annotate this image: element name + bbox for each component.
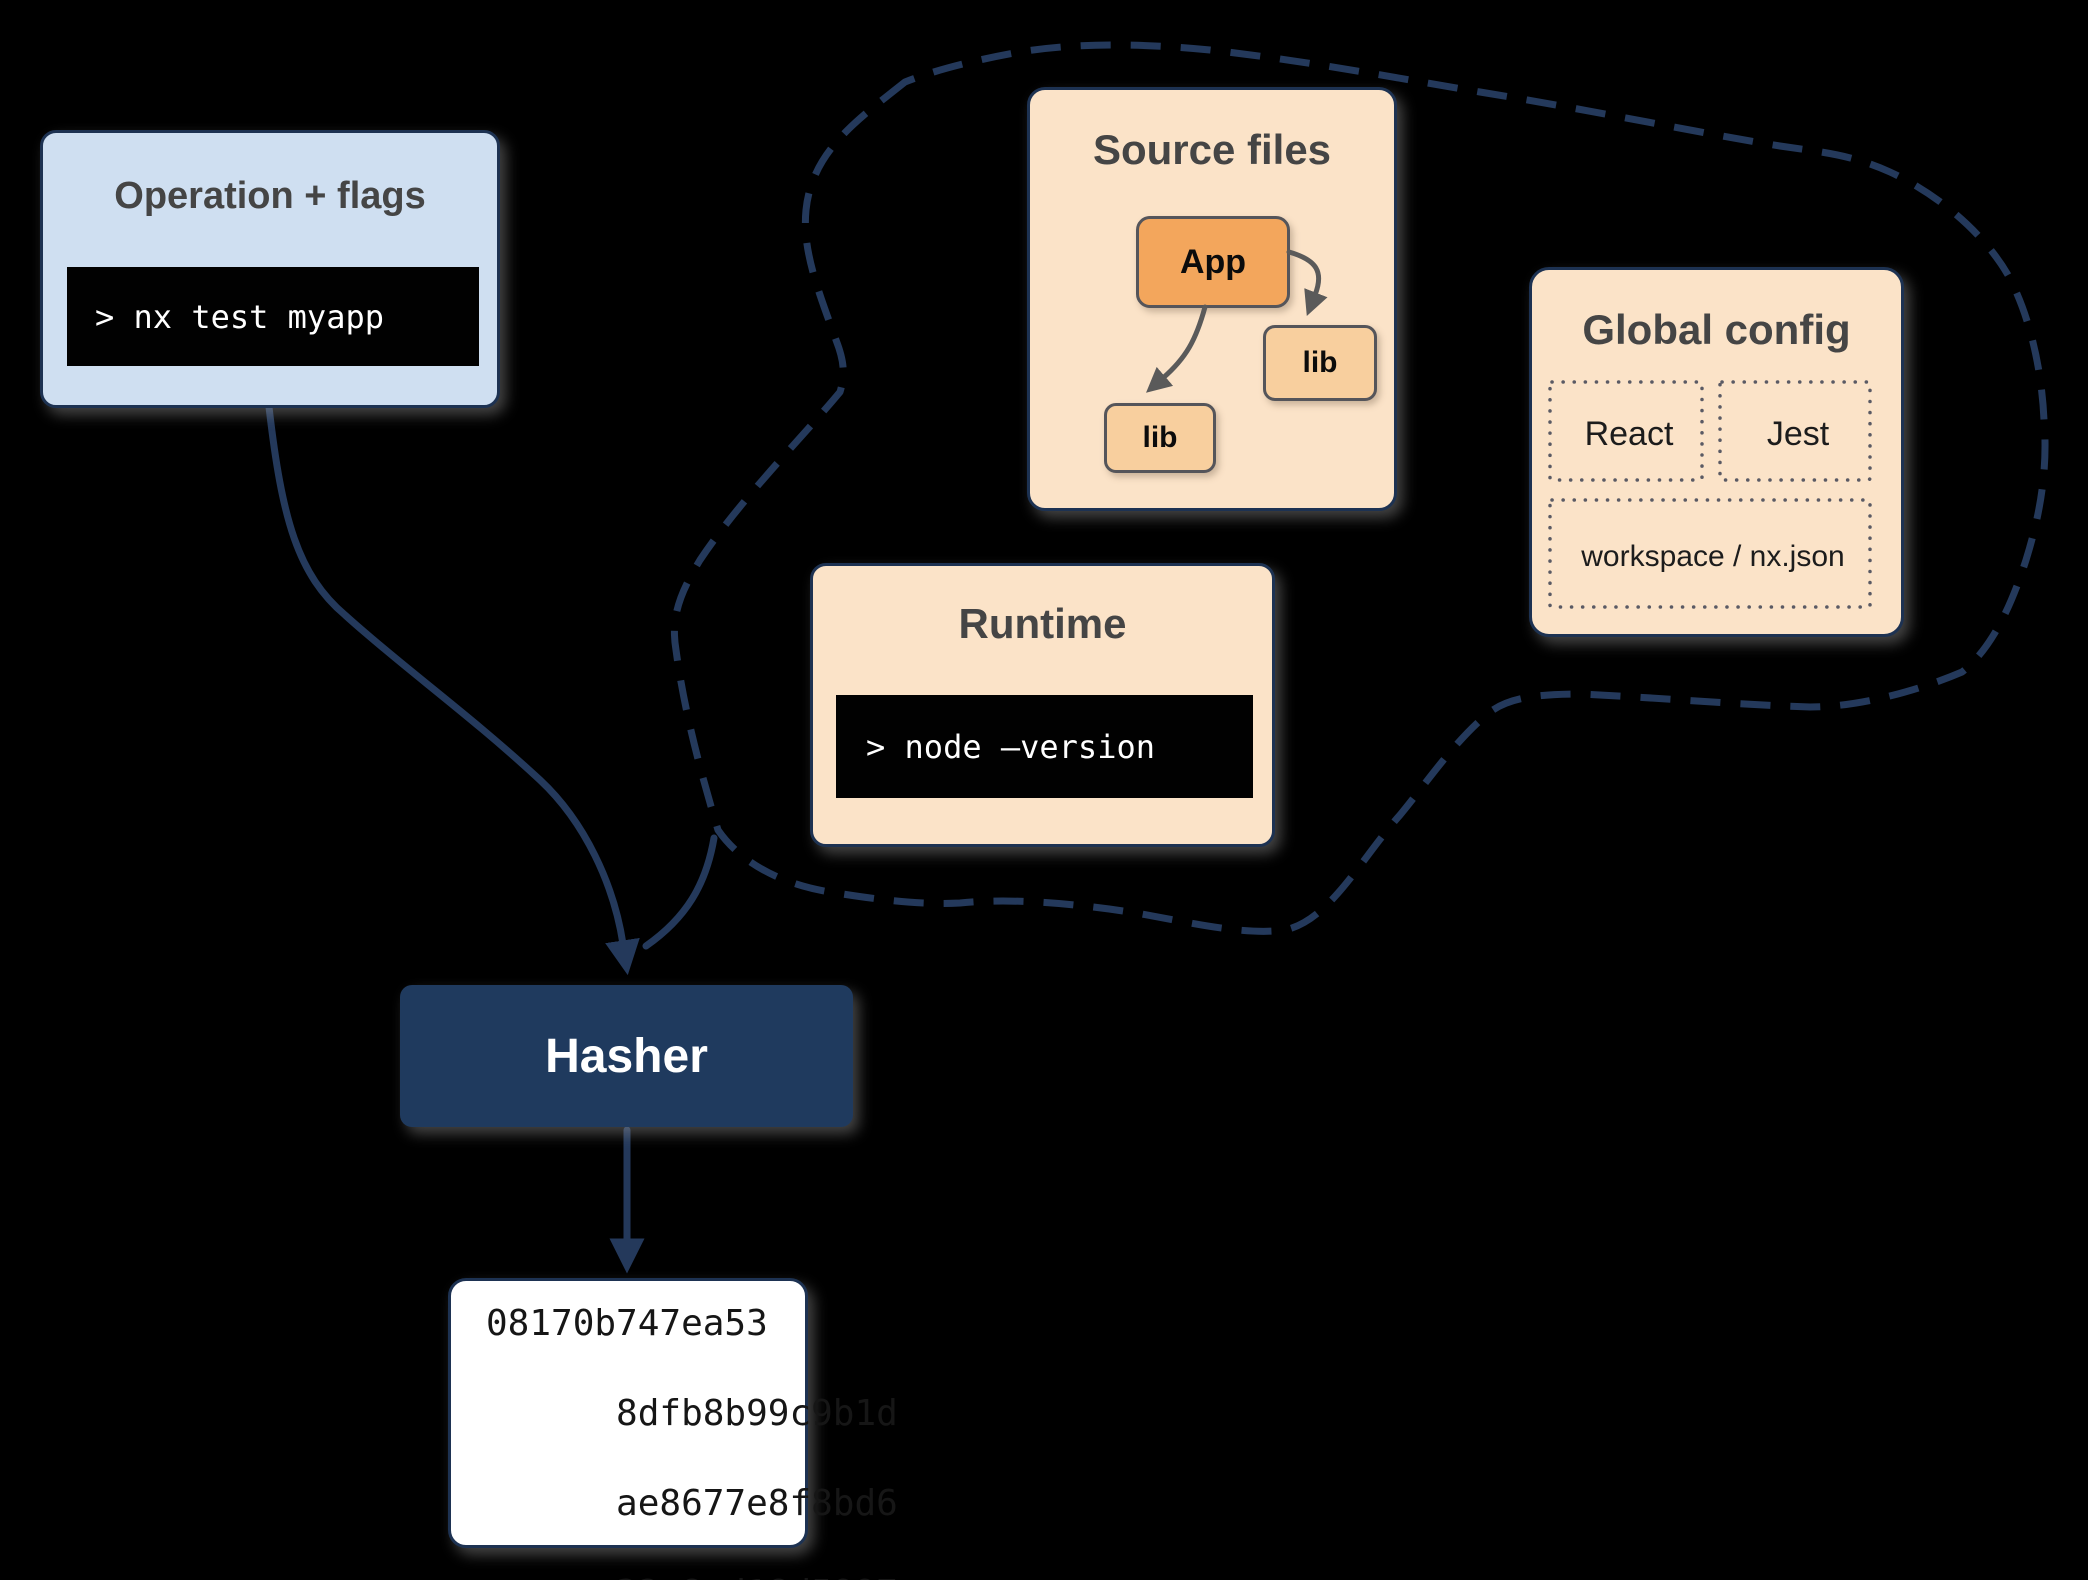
operation-command: > nx test myapp (95, 297, 384, 336)
config-react-slot: React (1584, 414, 1674, 453)
hash-line: 8dfb8b99c9b1d (616, 1393, 898, 1434)
runtime-terminal: > node –version (836, 695, 1253, 798)
config-jest-slot: Jest (1766, 414, 1830, 453)
runtime-command: > node –version (866, 727, 1155, 766)
source-files-box: Source files App lib lib (1027, 87, 1397, 511)
app-node: App (1136, 216, 1290, 308)
runtime-title: Runtime (958, 600, 1127, 647)
hash-value: 08170b747ea53 8dfb8b99c9b1d ae8677e8f8bd… (486, 1301, 898, 1580)
runtime-box: Runtime > node –version (810, 563, 1275, 847)
operation-flags-box: Operation + flags > nx test myapp (40, 130, 500, 408)
hash-line: 32a8cd18d5997 (616, 1573, 898, 1580)
hash-line: 08170b747ea53 (486, 1303, 768, 1344)
config-workspace-slot: workspace / nx.json (1581, 539, 1845, 573)
global-config-title: Global config (1582, 306, 1851, 353)
hasher-label: Hasher (545, 1029, 708, 1083)
lib-node-left: lib (1104, 403, 1216, 473)
hash-output-box: 08170b747ea53 8dfb8b99c9b1d ae8677e8f8bd… (448, 1278, 898, 1580)
arrow-cloud-to-hasher (642, 834, 718, 950)
operation-terminal: > nx test myapp (67, 267, 479, 366)
source-files-title: Source files (1092, 126, 1332, 173)
global-config-box: Global config React Jest workspace / nx.… (1529, 267, 1904, 637)
operation-flags-title: Operation + flags (114, 175, 426, 217)
hash-line: ae8677e8f8bd6 (616, 1483, 898, 1524)
hasher-box: Hasher (400, 985, 853, 1127)
lib-node-right: lib (1263, 325, 1377, 401)
arrow-operation-to-hasher (265, 403, 640, 976)
